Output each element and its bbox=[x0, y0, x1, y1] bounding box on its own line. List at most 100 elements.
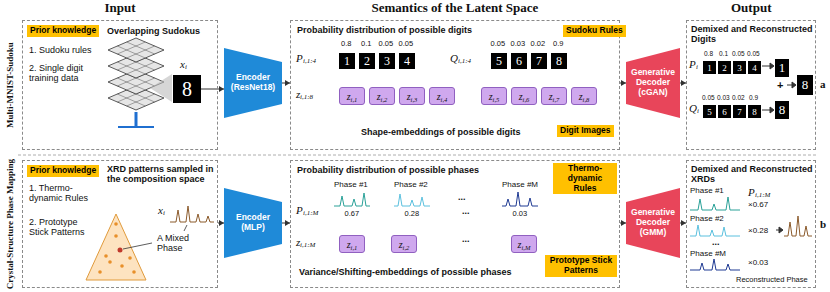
decoder: Generative Decoder (cGAN) bbox=[626, 48, 680, 118]
node-text: z bbox=[347, 239, 351, 250]
node-text: z bbox=[549, 91, 553, 102]
embedding-box: zi,1 bbox=[339, 87, 365, 105]
knowledge-tag: Prior knowledge bbox=[27, 25, 99, 37]
node-text: z bbox=[518, 239, 522, 250]
text-label: x bbox=[158, 204, 163, 217]
digit-image: 4 bbox=[748, 61, 761, 74]
text-label: ... bbox=[458, 192, 466, 202]
text-label: Multi-MNIST-Sudoku bbox=[5, 42, 15, 128]
panel-text: Variance/Shifting-embeddings of possible… bbox=[299, 267, 541, 277]
panel-text: Shape-embeddings of possible digits bbox=[361, 127, 551, 137]
xrd-pattern bbox=[334, 193, 370, 206]
subscript: i,2 bbox=[381, 96, 388, 103]
panel-text: 1. Thermo- dynamic Rules bbox=[29, 183, 91, 204]
subscript: i,1 bbox=[351, 96, 358, 103]
ternary-diagram bbox=[108, 260, 112, 264]
node-text: z bbox=[407, 91, 411, 102]
subscript: i,M bbox=[522, 244, 531, 251]
subscript: i bbox=[697, 107, 699, 115]
text-label: 0.03 bbox=[511, 40, 526, 49]
panel-text: 2. Single digit training data bbox=[29, 63, 105, 84]
ternary-diagram bbox=[184, 225, 187, 231]
digit-image: 1 bbox=[703, 61, 716, 74]
node-text: Prototype Stick Patterns bbox=[550, 255, 612, 275]
digit-image: 7 bbox=[733, 105, 746, 118]
encoder: Encoder (ResNet18) bbox=[224, 48, 282, 118]
rule-tag: Thermo- dynamic Rules bbox=[553, 163, 617, 194]
output-arrows bbox=[779, 227, 783, 233]
node-text: z bbox=[377, 91, 381, 102]
digit-image: 3 bbox=[379, 53, 395, 69]
text-label: 0.9 bbox=[749, 94, 758, 101]
xrd-pattern bbox=[170, 206, 214, 222]
node-text: 1 bbox=[344, 54, 350, 69]
xrd-pattern bbox=[690, 259, 740, 270]
output-arrows bbox=[762, 66, 770, 67]
column-header: Semantics of the Latent Space bbox=[372, 1, 539, 16]
ternary-diagram bbox=[123, 243, 152, 249]
xrd-pattern bbox=[394, 194, 430, 206]
panel-text: Probability distribution of possible dig… bbox=[297, 25, 537, 35]
text-label: Phase #1 bbox=[690, 186, 724, 195]
embedding-box: zi,M bbox=[511, 235, 537, 253]
text-label: ×0.03 bbox=[748, 258, 768, 267]
text-label: b bbox=[820, 218, 826, 231]
subscript: i,1:M bbox=[300, 241, 315, 249]
subscript: i,3 bbox=[411, 96, 418, 103]
text-label: P bbox=[748, 186, 755, 199]
flow-arrow bbox=[620, 83, 626, 84]
text-label: 0.05 bbox=[379, 40, 394, 49]
text-label: 0.1 bbox=[361, 40, 371, 49]
digit-image: 8 bbox=[173, 75, 201, 103]
decoder-trapezoid bbox=[626, 188, 680, 258]
text-label: z bbox=[296, 236, 300, 249]
embedding-box: zi,1 bbox=[339, 235, 365, 253]
subscript: i,1:M bbox=[303, 209, 318, 217]
node-text: 8 bbox=[556, 54, 562, 69]
panel-text: Probability distribution of possible pha… bbox=[297, 165, 537, 175]
rule-tag: Sudoku Rules bbox=[563, 25, 626, 37]
output-arrows bbox=[792, 82, 796, 88]
row-separator bbox=[18, 155, 818, 156]
node-text: Thermo- dynamic Rules bbox=[568, 163, 603, 193]
text-label: Phase #2 bbox=[394, 180, 428, 189]
subscript: i bbox=[163, 209, 165, 217]
subscript: i,5 bbox=[493, 96, 500, 103]
text-label: ×0.28 bbox=[748, 226, 768, 235]
subscript: i,1:4 bbox=[303, 57, 316, 65]
node-text: 1 bbox=[779, 60, 786, 76]
digit-image: 7 bbox=[531, 53, 547, 69]
text-label: P bbox=[296, 52, 303, 65]
subscript: i,7 bbox=[553, 96, 560, 103]
embedding-box: zi,4 bbox=[429, 87, 455, 105]
text-label: 0.05 bbox=[399, 40, 414, 49]
node-text: Digit Images bbox=[560, 125, 611, 135]
sudoku-stack bbox=[108, 38, 164, 62]
text-label: ... bbox=[462, 234, 470, 244]
rule-tag: Digit Images bbox=[557, 125, 614, 137]
output-arrows bbox=[770, 63, 774, 69]
xrd-pattern bbox=[690, 197, 740, 210]
subscript: i,4 bbox=[441, 96, 448, 103]
subscript: i,1 bbox=[351, 244, 358, 251]
embedding-box: zi,3 bbox=[399, 87, 425, 105]
subscript: i,1:4 bbox=[458, 57, 471, 65]
text-label: ... bbox=[462, 206, 470, 216]
ternary-diagram bbox=[114, 222, 118, 226]
decoder-trapezoid bbox=[626, 48, 680, 118]
node-text: Prior knowledge bbox=[30, 25, 96, 35]
subscript: i bbox=[696, 63, 698, 71]
node-text: 3 bbox=[737, 63, 742, 73]
text-label: 0.02 bbox=[531, 40, 546, 49]
knowledge-tag: Prior knowledge bbox=[27, 165, 99, 177]
node-text: 4 bbox=[404, 54, 410, 69]
row-separator bbox=[18, 155, 818, 156]
flow-arrow bbox=[201, 89, 224, 90]
text-label: Phase #1 bbox=[334, 180, 368, 189]
panel-text: 2. Prototype Stick Patterns bbox=[29, 217, 91, 238]
ternary-diagram bbox=[118, 248, 123, 253]
xrd-pattern bbox=[502, 192, 538, 206]
digit-image: 1 bbox=[775, 59, 789, 77]
node-text: z bbox=[437, 91, 441, 102]
node-text: 7 bbox=[536, 54, 542, 69]
